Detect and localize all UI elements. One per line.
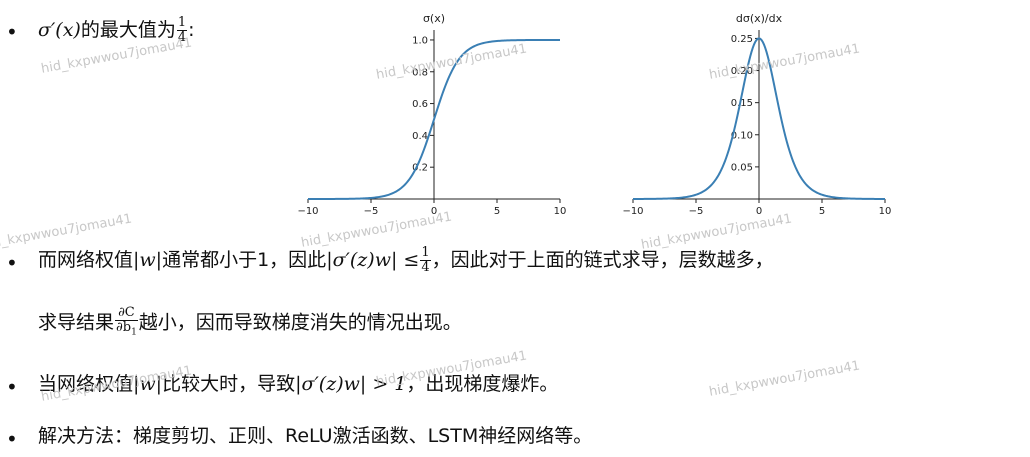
frac-den-main: ∂b	[116, 320, 132, 335]
abs-sigma-w-inequality: |σ′(z)w| ≤	[326, 249, 420, 271]
abs-sigma-w-gt-1: |σ′(z)w| > 1	[295, 373, 407, 395]
x-tick-label: −5	[364, 206, 379, 217]
y-tick-label: 0.2	[412, 163, 428, 174]
y-tick-label: 0.8	[412, 67, 428, 78]
fraction-dC-db1: ∂C∂b1	[115, 306, 138, 340]
line1-text: 的最大值为	[80, 19, 176, 41]
line2-text-3: ，因此对于上面的链式求导，层数越多，	[431, 249, 774, 271]
sigmoid-derivative-chart: dσ(x)/dx −10 −5 0 5 10 0.05 0.10 0.15 0.20 0.25	[622, 12, 892, 217]
line2-text-2: 通常都小于1，因此	[162, 249, 327, 271]
line-solutions: 解决方法：梯度剪切、正则、ReLU激活函数、LSTM神经网络等。	[38, 425, 593, 447]
y-tick-label: 0.25	[731, 34, 753, 45]
y-tick-label: 0.05	[731, 162, 753, 173]
x-tick-label: 0	[756, 206, 762, 217]
x-tick-label: 5	[494, 206, 500, 217]
line1-suffix: :	[188, 19, 195, 41]
abs-w: |w|	[133, 249, 163, 271]
line4-text-1: 当网络权值	[38, 373, 134, 395]
series-line	[308, 38, 560, 200]
frac-num: ∂C	[115, 306, 138, 321]
frac-num: 1	[176, 15, 188, 31]
x-tick-label: 0	[431, 206, 437, 217]
line4-text-2: 比较大时，导致	[162, 373, 296, 395]
bullet-2: •	[6, 251, 18, 275]
frac-num: 1	[420, 245, 431, 261]
bullet-3: •	[6, 375, 18, 399]
frac-den: 4	[177, 30, 187, 45]
bullet-1: •	[6, 20, 18, 44]
abs-w-2: |w|	[133, 373, 163, 395]
series-line	[633, 37, 885, 200]
y-tick-label: 0.4	[412, 131, 428, 142]
watermark: hid_kxpwwou7jomau41	[708, 358, 862, 400]
line4-text-3: ，出现梯度爆炸。	[406, 373, 559, 395]
y-tick-label: 0.6	[412, 99, 428, 110]
sigmoid-chart: σ(x) −10 −5 0 5 10 0.2 0.4 0.6 0.8 1.0	[297, 12, 567, 217]
bullet-4: •	[6, 427, 18, 451]
y-tick-label: 0.10	[731, 130, 753, 141]
chart-title: σ(x)	[423, 12, 445, 25]
x-tick-label: 5	[819, 206, 825, 217]
frac-den-sub: 1	[131, 327, 137, 338]
x-tick-label: −10	[297, 206, 318, 217]
x-tick-label: −5	[689, 206, 704, 217]
x-tick-label: −10	[622, 206, 643, 217]
x-tick-label: 10	[879, 206, 892, 217]
line3-text-1: 求导结果	[38, 311, 115, 334]
line3-text-2: 越小，因而导致梯度消失的情况出现。	[138, 311, 462, 334]
y-tick-label: 0.15	[731, 98, 753, 109]
line2-text-1: 而网络权值	[38, 249, 134, 271]
chart-title: dσ(x)/dx	[736, 12, 783, 25]
x-tick-label: 10	[554, 206, 567, 217]
line-exploding-gradient: 当网络权值|w|比较大时，导致|σ′(z)w| > 1，出现梯度爆炸。	[38, 370, 558, 398]
y-tick-label: 1.0	[412, 35, 428, 46]
frac-den: ∂b1	[115, 321, 138, 340]
sigma-prime-x: σ′(x)	[38, 19, 81, 41]
y-tick-label: 0.20	[731, 66, 753, 77]
frac-den: 4	[421, 260, 430, 275]
